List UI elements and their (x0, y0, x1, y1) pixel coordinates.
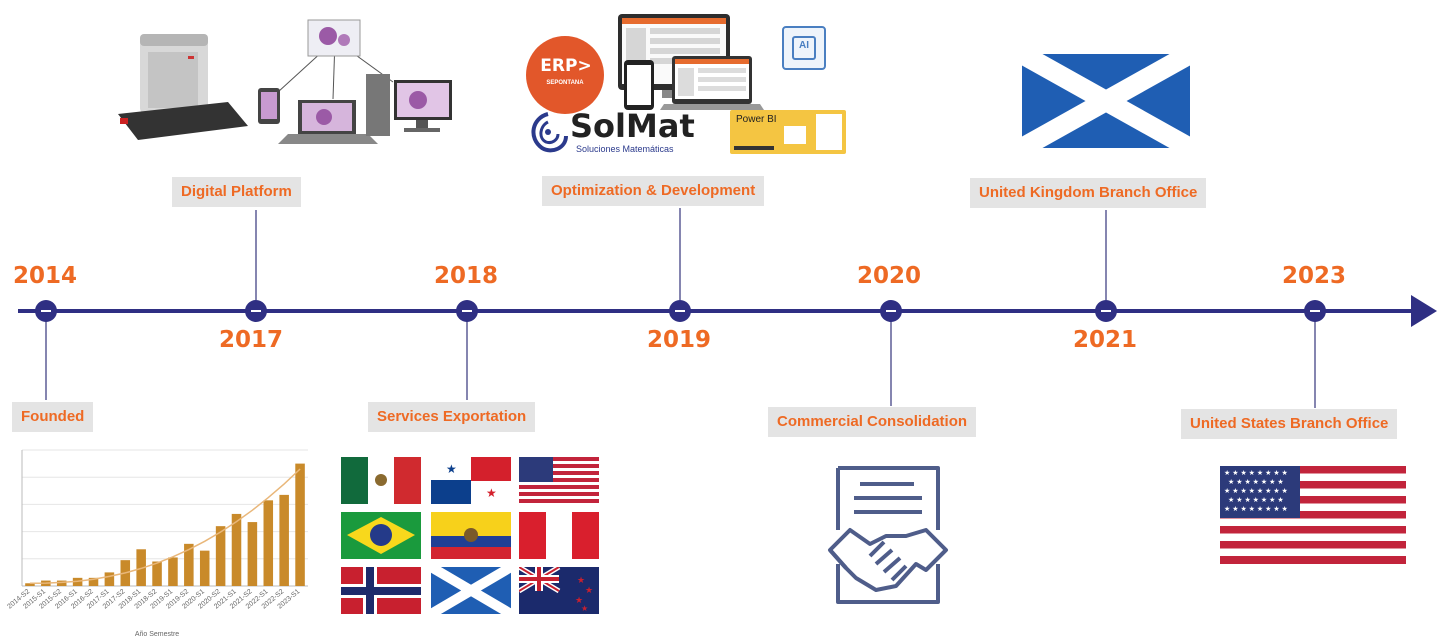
chart-bar (263, 500, 274, 586)
event-label-commercial: Commercial Consolidation (768, 407, 977, 437)
connector-2020 (890, 320, 892, 406)
event-label-digital-platform: Digital Platform (172, 177, 301, 207)
ai-chip-icon: AI (774, 18, 834, 78)
chart-bar (104, 572, 115, 586)
chart-bar (231, 513, 242, 586)
timeline-node-2020 (880, 300, 902, 322)
powerbi-card: Power BI (730, 110, 846, 154)
ai-chip-label: AI (799, 40, 809, 51)
timeline-arrowhead (1411, 295, 1437, 327)
svg-text:★ ★ ★ ★ ★ ★ ★: ★ ★ ★ ★ ★ ★ ★ (1228, 478, 1284, 486)
timeline-axis (18, 309, 1418, 313)
year-2018: 2018 (434, 263, 499, 289)
chart-x-axis-label: Año Semestre (135, 631, 179, 638)
svg-text:★: ★ (581, 604, 588, 613)
solmat-logo-name: SolMat (570, 107, 695, 145)
year-2023: 2023 (1282, 263, 1347, 289)
year-2021: 2021 (1073, 327, 1138, 353)
scanner-device (118, 34, 248, 140)
timeline-node-2019 (669, 300, 691, 322)
svg-text:★ ★ ★ ★ ★ ★ ★ ★: ★ ★ ★ ★ ★ ★ ★ ★ (1224, 469, 1288, 477)
chart-bar (247, 522, 258, 586)
timeline-node-2017 (245, 300, 267, 322)
solmat-logo-sub: Soluciones Matemáticas (576, 144, 674, 154)
country-flags-grid: ★★ ★★★★ (341, 457, 601, 617)
scotland-flag (1022, 54, 1190, 148)
connector-2023 (1314, 320, 1316, 408)
connector-2018 (466, 320, 468, 400)
brazil-flag (341, 512, 421, 559)
year-2020: 2020 (857, 263, 922, 289)
year-2017: 2017 (219, 327, 284, 353)
connector-2014 (45, 320, 47, 400)
event-label-services-exportation: Services Exportation (368, 402, 536, 432)
erp-logo-sub: SEPONTANA (546, 80, 584, 86)
chart-trendline (29, 468, 301, 585)
peru-flag (519, 512, 599, 559)
svg-text:★: ★ (446, 462, 457, 476)
event-label-founded: Founded (12, 402, 94, 432)
svg-text:★ ★ ★ ★ ★ ★ ★ ★: ★ ★ ★ ★ ★ ★ ★ ★ (1224, 505, 1288, 513)
year-2019: 2019 (647, 327, 712, 353)
chart-bar (184, 543, 194, 586)
svg-text:★: ★ (585, 585, 593, 595)
digital-platform-illustration (118, 19, 452, 144)
handshake-contract-icon (828, 466, 948, 604)
scotland-flag-small (431, 567, 511, 614)
chart-bar (199, 550, 210, 586)
event-label-uk-branch: United Kingdom Branch Office (970, 178, 1207, 208)
connector-2019 (679, 208, 681, 300)
event-label-optimization: Optimization & Development (542, 176, 765, 206)
chart-bar (168, 557, 178, 586)
chart-bar (295, 463, 305, 586)
svg-text:★: ★ (577, 575, 585, 585)
chart-bar (25, 583, 35, 586)
ecuador-flag (431, 512, 511, 559)
connector-2021 (1105, 210, 1107, 300)
svg-text:★: ★ (575, 595, 583, 605)
erp-logo: ERP> SEPONTANA (526, 36, 604, 114)
year-2014: 2014 (13, 263, 78, 289)
usa-flag: ★ ★ ★ ★ ★ ★ ★ ★ ★ ★ ★ ★ ★ ★ ★ ★ ★ ★ ★ ★ … (1220, 466, 1406, 564)
mexico-flag (341, 457, 421, 504)
growth-bar-chart: 2014-S22015-S12015-S22016-S12016-S22017-… (6, 449, 308, 638)
timeline-node-2014 (35, 300, 57, 322)
timeline-node-2018 (456, 300, 478, 322)
svg-text:★ ★ ★ ★ ★ ★ ★ ★: ★ ★ ★ ★ ★ ★ ★ ★ (1224, 487, 1288, 495)
software-logos: ERP> SEPONTANA AI SolMat Soluciones Mate… (520, 12, 860, 162)
new-zealand-flag: ★★★★ (519, 567, 599, 614)
chart-bar (88, 577, 99, 586)
chart-bar (56, 580, 67, 586)
svg-text:★: ★ (486, 486, 497, 500)
chart-bar (215, 526, 226, 586)
chart-bar (279, 494, 289, 586)
desktop-tower (366, 74, 390, 136)
solmat-swirl-icon (531, 112, 568, 153)
connector-2017 (255, 210, 257, 300)
erp-devices-mockup (618, 14, 764, 110)
norway-flag (341, 567, 421, 614)
timeline-node-2023 (1304, 300, 1326, 322)
powerbi-label: Power BI (736, 114, 777, 125)
event-label-us-branch: United States Branch Office (1181, 409, 1398, 439)
panama-flag: ★★ (431, 457, 511, 504)
usa-flag-small (519, 457, 599, 504)
timeline-node-2021 (1095, 300, 1117, 322)
erp-logo-text: ERP> (540, 56, 592, 76)
svg-text:★ ★ ★ ★ ★ ★ ★: ★ ★ ★ ★ ★ ★ ★ (1228, 496, 1284, 504)
chart-bar (152, 561, 162, 586)
